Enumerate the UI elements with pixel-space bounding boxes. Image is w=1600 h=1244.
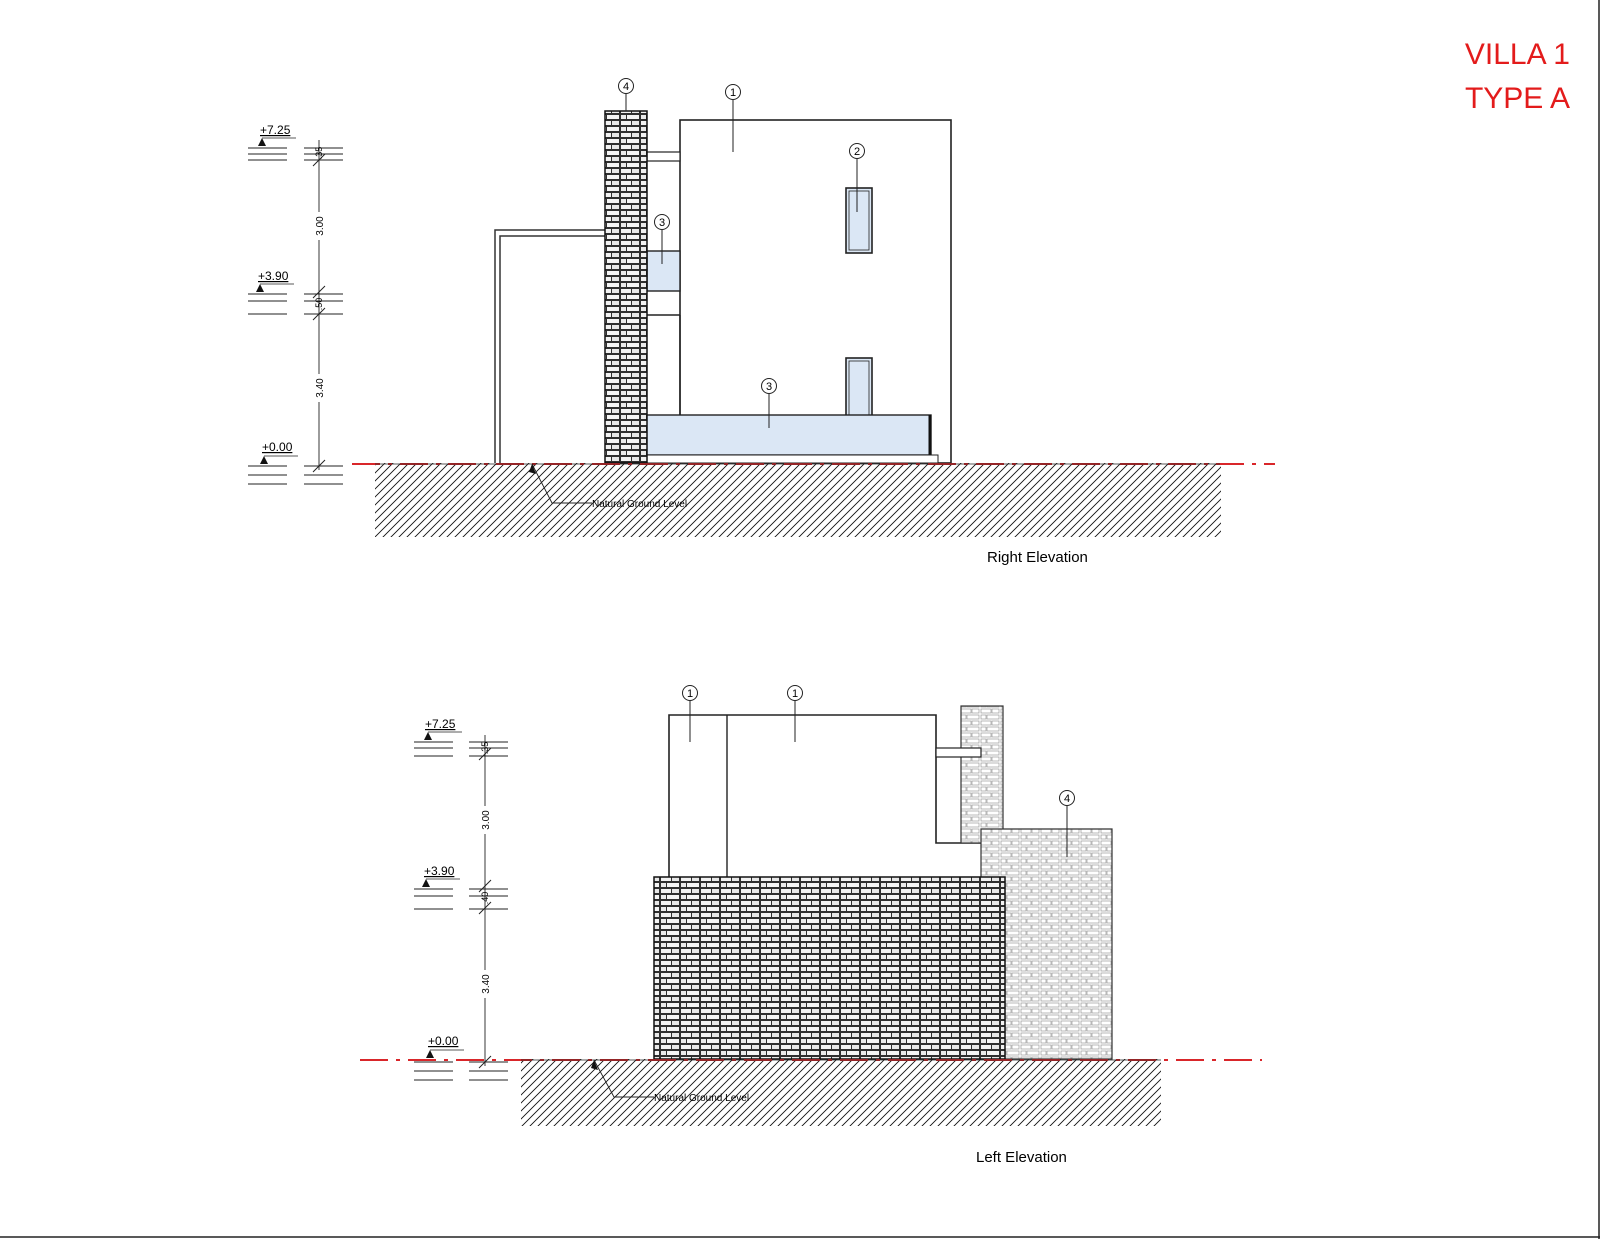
svg-text:4: 4 [623,81,629,93]
level-marker-top: +7.25 [248,123,343,161]
tag-4: 4 [618,78,634,111]
stone-wall [604,110,648,464]
ground-note-left: Natural Ground Level [591,1059,749,1104]
caption-right-elevation: Right Elevation [987,549,1088,566]
tag-2: 2 [849,143,865,212]
svg-text:3: 3 [766,381,772,393]
sheet-title-type: TYPE A [1464,82,1570,115]
svg-text:1: 1 [730,87,736,99]
plinth [615,454,939,464]
caption-left-elevation: Left Elevation [976,1149,1067,1166]
level-marker-ground-left: +0.00 [414,1034,508,1081]
svg-text:3.40: 3.40 [481,974,492,994]
svg-text:2: 2 [854,146,860,158]
level-marker-top-left: +7.25 [414,717,508,757]
tag-3-upper: 3 [654,214,670,264]
svg-text:+3.90: +3.90 [424,864,455,878]
svg-text:Natural Ground Level: Natural Ground Level [654,1093,749,1104]
right-elevation: 1 2 3 3 4 [248,78,1275,566]
svg-text:.35: .35 [314,147,324,160]
window-tall-upper [845,187,873,254]
slab-stub [646,151,681,162]
tag-1-right: 1 [787,685,803,742]
svg-text:+7.25: +7.25 [425,717,456,731]
sheet-title-villa: VILLA 1 [1464,38,1570,71]
window-upper-left [646,250,681,292]
upper-volume [668,714,1006,877]
tag-3-lower: 3 [761,378,777,428]
svg-text:+7.25: +7.25 [260,123,291,137]
main-volume [679,119,952,464]
dimension-chain-left: 3.00 3.40 .35 .40 [478,735,492,1069]
canopy-frame [494,229,606,463]
svg-text:+0.00: +0.00 [428,1034,459,1048]
level-marker-mid: +3.90 [248,269,343,315]
svg-text:3.40: 3.40 [315,378,326,398]
svg-text:1: 1 [687,688,693,700]
tag-1-left: 1 [682,685,698,742]
svg-text:3.00: 3.00 [481,810,492,830]
dark-stone-base [653,876,1006,1060]
svg-text:Natural Ground Level: Natural Ground Level [592,499,687,510]
glass-balustrade [621,414,932,456]
left-elevation: 1 1 4 +7.25 +3.90 [360,685,1262,1166]
tag-1: 1 [725,84,741,152]
window-tall-lower [845,357,873,425]
svg-text:4: 4 [1064,793,1070,805]
svg-text:+0.00: +0.00 [262,440,293,454]
ground-note: Natural Ground Level [529,463,687,510]
level-marker-mid-left: +3.90 [414,864,508,910]
svg-text:.35: .35 [480,742,490,755]
tag-4-left: 4 [1059,790,1075,857]
ground-hatch [375,463,1221,537]
slab-stub-left [935,747,982,758]
svg-text:3: 3 [659,217,665,229]
stone-pier [960,705,1004,844]
dimension-chain: 3.00 3.40 .35 .50 [312,140,326,473]
svg-text:.50: .50 [314,298,324,311]
level-marker-ground: +0.00 [248,440,343,485]
svg-text:3.00: 3.00 [315,216,326,236]
window-tall-upper-inner [848,190,870,251]
ground-hatch-left [521,1059,1161,1126]
svg-text:+3.90: +3.90 [258,269,289,283]
svg-text:.40: .40 [480,892,490,905]
svg-text:1: 1 [792,688,798,700]
